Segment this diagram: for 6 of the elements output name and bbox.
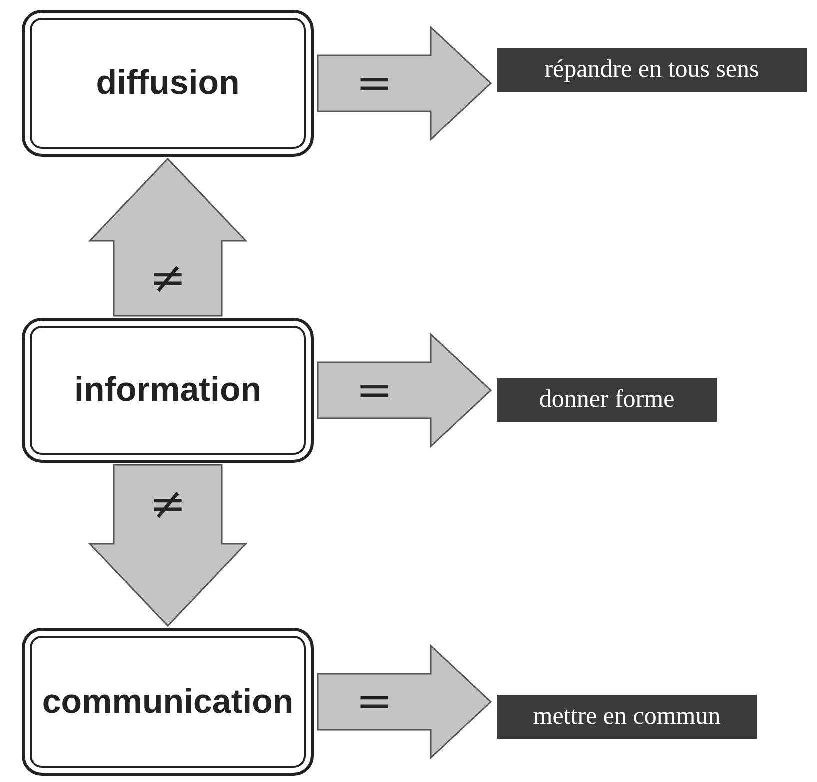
definition-label: répandre en tous sens (497, 48, 807, 92)
definition-label: donner forme (497, 378, 717, 422)
term-box: diffusion (22, 10, 314, 157)
term-box: communication (22, 628, 314, 776)
term-box: information (22, 318, 314, 463)
definition-label: mettre en commun (497, 695, 757, 739)
